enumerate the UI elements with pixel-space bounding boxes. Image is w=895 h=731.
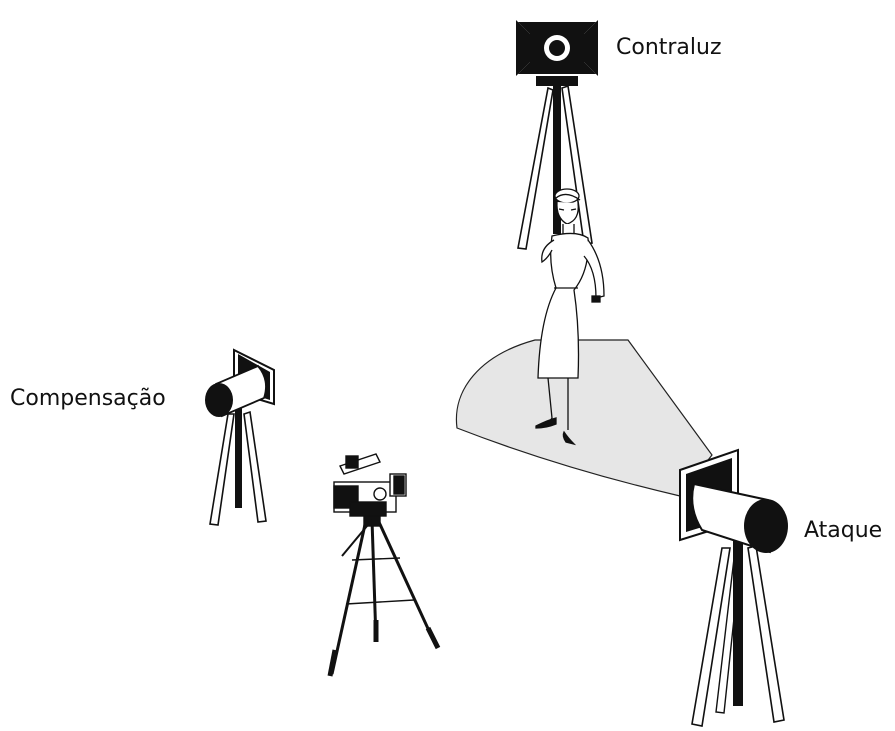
illuminated-floor-area bbox=[456, 340, 712, 496]
backlight-label: Contraluz bbox=[616, 37, 722, 59]
fill-light-label: Compensação bbox=[10, 388, 166, 410]
video-camera-icon bbox=[330, 454, 438, 676]
backlight-light-icon bbox=[516, 20, 598, 249]
key-light-icon bbox=[680, 450, 788, 726]
fill-light-icon bbox=[205, 350, 274, 525]
key-light-label: Ataque bbox=[804, 520, 882, 542]
